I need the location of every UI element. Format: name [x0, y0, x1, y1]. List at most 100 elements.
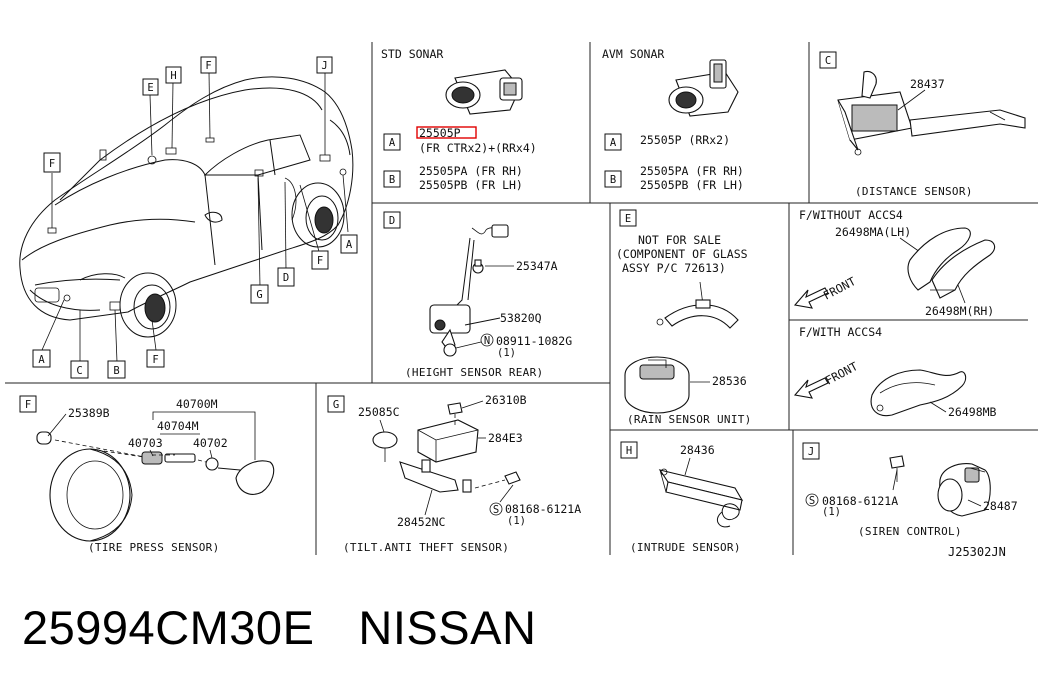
height-qty: (1): [497, 347, 516, 359]
distance-tag: C: [825, 55, 831, 67]
car-tag-f3: F: [317, 255, 323, 267]
distance-sensor-part: [837, 70, 1026, 156]
siren-caption: (SIREN CONTROL): [858, 525, 962, 538]
tire-sensor-panel: F 25389B 40700M 40704M 40703 40702 (TIRE…: [19, 395, 275, 554]
tilt-tag: G: [333, 399, 339, 411]
accs-panel: F/WITHOUT ACCS4 26498MA(LH) 26498M(RH) F…: [793, 208, 997, 419]
accs-with-part: [870, 369, 967, 417]
std-sonar-sensor: [445, 69, 523, 115]
accs-with-title: F/WITH ACCS4: [799, 325, 882, 339]
car-tag-g: G: [256, 289, 262, 301]
siren-part: [889, 455, 991, 517]
accs-without-title: F/WITHOUT ACCS4: [799, 208, 903, 222]
intrude-tag: H: [626, 445, 632, 457]
height-part-53820q: 53820Q: [500, 311, 542, 325]
accs-part-26498mb: 26498MB: [948, 405, 997, 419]
tilt-qty: (1): [507, 515, 526, 527]
height-part-08911: 08911-1082G: [496, 334, 572, 348]
tag-box: [142, 78, 159, 96]
diagram-code: J25302JN: [948, 545, 1006, 559]
siren-tag: J: [808, 446, 814, 458]
siren-part-28487: 28487: [983, 499, 1018, 513]
tilt-caption: (TILT.ANTI THEFT SENSOR): [343, 541, 509, 554]
highlight-box: [416, 126, 477, 139]
accs-front-arrow-1: FRONT: [793, 274, 858, 309]
height-sensor-part: [429, 224, 509, 357]
rain-sensor-part: [624, 281, 739, 414]
std-part-25505p: 25505P: [419, 126, 461, 140]
rain-note-1: NOT FOR SALE: [638, 233, 721, 247]
rain-caption: (RAIN SENSOR UNIT): [627, 413, 752, 426]
std-sonar-title: STD SONAR: [381, 47, 443, 61]
std-sonar-panel: STD SONAR A 25505P (FR CTRx2)+(RRx4) B 2…: [381, 47, 537, 192]
car-tag-f: F: [205, 60, 211, 72]
car-illustration: [19, 71, 354, 363]
car-tag-c: C: [76, 365, 82, 377]
height-part-25347a: 25347A: [516, 259, 558, 273]
tire-part-40700m: 40700M: [176, 397, 218, 411]
car-tag-h: H: [170, 70, 176, 82]
avm-sonar-title: AVM SONAR: [602, 47, 664, 61]
tilt-part-08168: 08168-6121A: [505, 502, 581, 516]
tire-part-40702: 40702: [193, 436, 228, 450]
car-tag-a: A: [346, 239, 353, 251]
std-tag-a: A: [389, 137, 396, 149]
accs-part-26498m: 26498M(RH): [925, 304, 994, 318]
car-tag-a2: A: [38, 354, 45, 366]
footer-brand: NISSAN: [358, 601, 537, 654]
avm-tag-b: B: [610, 174, 616, 186]
tilt-part-28452nc: 28452NC: [397, 515, 446, 529]
tire-caption: (TIRE PRESS SENSOR): [88, 541, 220, 554]
car-tags: E H F J F A F D G A C B F: [32, 56, 358, 379]
car-tag-j: J: [321, 60, 327, 72]
std-qty-a: (FR CTRx2)+(RRx4): [419, 141, 537, 155]
accs-part-26498ma: 26498MA(LH): [835, 225, 911, 239]
tilt-sensor-panel: G 25085C 26310B 284E3 28452NC S 08168-61…: [327, 393, 581, 554]
footer-title: 25994CM30E NISSAN: [22, 600, 580, 655]
height-sensor-panel: D 25347A 53820Q N 08911-1082G (1) (HEIGH…: [383, 211, 572, 379]
tilt-part-284e3: 284E3: [488, 431, 523, 445]
avm-part-25505pb: 25505PB (FR LH): [640, 178, 744, 192]
accs-without-part: [907, 227, 996, 299]
height-caption: (HEIGHT SENSOR REAR): [405, 366, 543, 379]
avm-part-25505pa: 25505PA (FR RH): [640, 164, 744, 178]
intrude-part: 28436: [680, 443, 715, 457]
tire-part-40704m: 40704M: [157, 419, 199, 433]
distance-part: 28437: [910, 77, 945, 91]
tilt-part-26310b: 26310B: [485, 393, 527, 407]
siren-panel: J S 08168-6121A (1) 28487 (SIREN CONTROL…: [802, 442, 1018, 538]
distance-caption: (DISTANCE SENSOR): [855, 185, 973, 198]
std-part-25505pa: 25505PA (FR RH): [419, 164, 523, 178]
accs-front-label-1: FRONT: [821, 274, 858, 303]
avm-sonar-panel: AVM SONAR A 25505P (RRx2) B 25505PA (FR …: [602, 47, 744, 192]
distance-sensor-panel: C 28437 (DISTANCE SENSOR): [819, 51, 1026, 198]
rain-sensor-panel: E NOT FOR SALE (COMPONENT OF GLASS ASSY …: [616, 209, 752, 426]
rain-note-3: ASSY P/C 72613): [622, 261, 726, 275]
tilt-part-25085c: 25085C: [358, 405, 400, 419]
avm-tag-a: A: [610, 137, 617, 149]
height-tag: D: [389, 215, 395, 227]
tire-tag: F: [25, 399, 31, 411]
siren-qty: (1): [822, 506, 841, 518]
siren-symbol: S: [809, 495, 815, 507]
car-tag-d: D: [283, 272, 289, 284]
panel-borders: [5, 42, 1038, 555]
tilt-sensor-part: [372, 402, 521, 493]
rain-tag: E: [625, 213, 631, 225]
car-tag-f4: F: [152, 354, 158, 366]
avm-part-25505p: 25505P (RRx2): [640, 133, 730, 147]
accs-front-arrow-2: FRONT: [793, 359, 860, 399]
tire-part-40703: 40703: [128, 436, 163, 450]
tire-sensor-part: [36, 431, 275, 542]
std-part-25505pb: 25505PB (FR LH): [419, 178, 523, 192]
car-tag-f2: F: [49, 158, 55, 170]
intrude-caption: (INTRUDE SENSOR): [630, 541, 741, 554]
accs-front-label-2: FRONT: [823, 359, 860, 388]
siren-part-08168: 08168-6121A: [822, 494, 898, 508]
footer-part-number: 25994CM30E: [22, 601, 315, 654]
tilt-symbol: S: [493, 504, 499, 516]
tire-part-25389b: 25389B: [68, 406, 110, 420]
car-tag-e: E: [147, 82, 153, 94]
intrude-sensor-part: [658, 468, 744, 528]
